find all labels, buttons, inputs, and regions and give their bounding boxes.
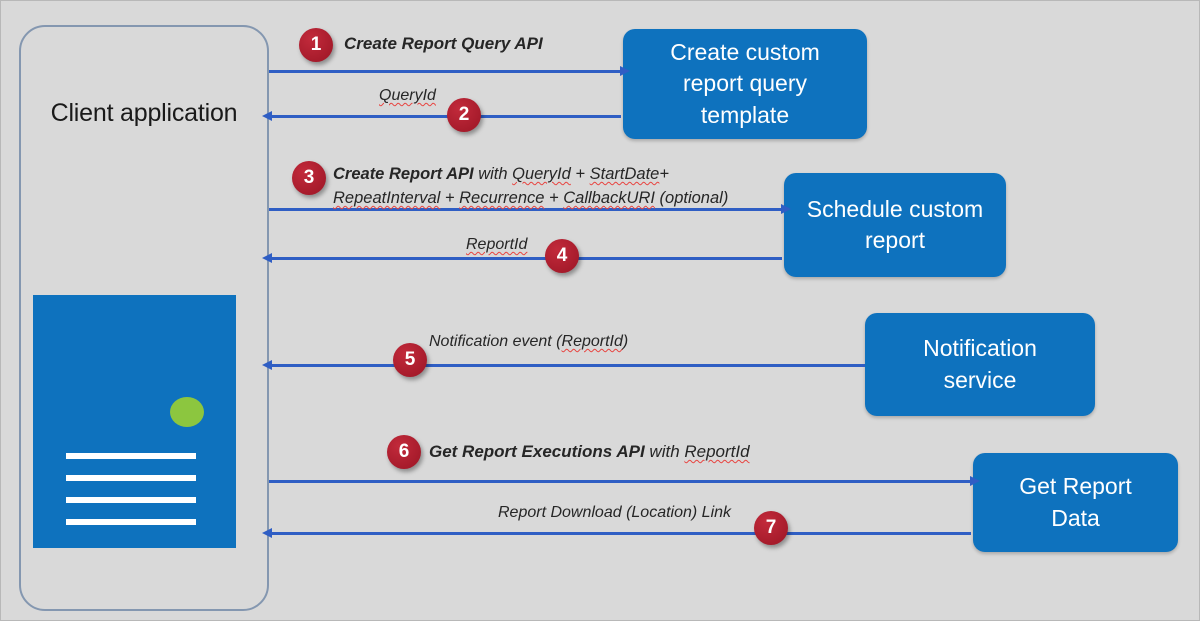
arrow-label-step-2: QueryId [379,87,436,105]
arrow-label-step-4: ReportId [466,236,527,254]
service-box-get-report-data[interactable]: Get Report Data [973,453,1178,552]
label-text: + [570,165,590,183]
label-text: + [659,165,669,183]
label-text: + [440,188,460,207]
step-badge-5: 5 [393,343,427,377]
label-text: with [644,442,685,461]
token-queryid: QueryId [512,165,571,183]
label-text: ) [622,333,629,350]
arrow-step-3 [269,204,791,214]
arrow-label-queryid: QueryId [379,87,436,104]
doc-text-line [66,519,196,525]
arrow-label-step-5: Notification event (ReportId) [429,333,628,351]
service-box-label: Notification service [923,335,1037,393]
step-badge-4: 4 [545,239,579,273]
label-text: with [478,165,513,183]
service-box-label: Create custom report query template [670,39,820,128]
label-text: Notification event ( [429,333,562,350]
arrow-step-2 [262,111,621,121]
token-reportid: ReportId [684,442,750,461]
label-text: (optional) [654,188,729,207]
arrow-step-7 [262,528,971,538]
step-badge-1: 1 [299,28,333,62]
step-badge-7: 7 [754,511,788,545]
status-dot-icon [170,397,204,427]
arrow-label-step-3: Create Report API with QueryId + StartDa… [333,163,728,211]
label-text: Report Download (Location) Link [498,504,732,521]
service-box-label: Schedule custom report [806,195,984,253]
arrow-step-1 [269,66,630,76]
step-badge-2: 2 [447,98,481,132]
arrow-label-reportid: ReportId [466,236,528,253]
doc-text-line [66,475,196,481]
token-startdate: StartDate [589,165,660,183]
doc-text-line [66,497,196,503]
arrow-label-step-3-line1: Create Report API with QueryId + StartDa… [333,163,728,187]
doc-text-line [66,453,196,459]
token-repeatinterval: RepeatInterval [333,188,441,207]
label-text: + [544,188,564,207]
step-badge-3: 3 [292,161,326,195]
arrow-step-6 [269,476,980,486]
arrow-label-bold: Create Report API [333,165,474,183]
arrow-label-step-1: Create Report Query API [344,34,543,54]
service-box-label: Get Report Data [1019,473,1132,531]
arrow-label-step-3-line2: RepeatInterval + Recurrence + CallbackUR… [333,187,728,211]
step-badge-6: 6 [387,435,421,469]
report-document-icon [33,295,236,548]
token-callbackuri: CallbackURI [563,188,655,207]
service-box-create-query-template[interactable]: Create custom report query template [623,29,867,139]
token-reportid: ReportId [561,333,623,350]
token-recurrence: Recurrence [459,188,545,207]
client-application-label: Client application [50,99,238,127]
arrow-label-step-7: Report Download (Location) Link [498,504,731,522]
service-box-schedule-report[interactable]: Schedule custom report [784,173,1006,277]
arrow-step-4 [262,253,782,263]
service-box-notification-service[interactable]: Notification service [865,313,1095,416]
arrow-step-5 [262,360,865,370]
arrow-label-bold: Get Report Executions API [429,442,645,461]
arrow-label-step-6: Get Report Executions API with ReportId [429,442,750,462]
client-application-panel [19,25,269,611]
arrow-label-bold: Create Report Query API [344,34,543,53]
